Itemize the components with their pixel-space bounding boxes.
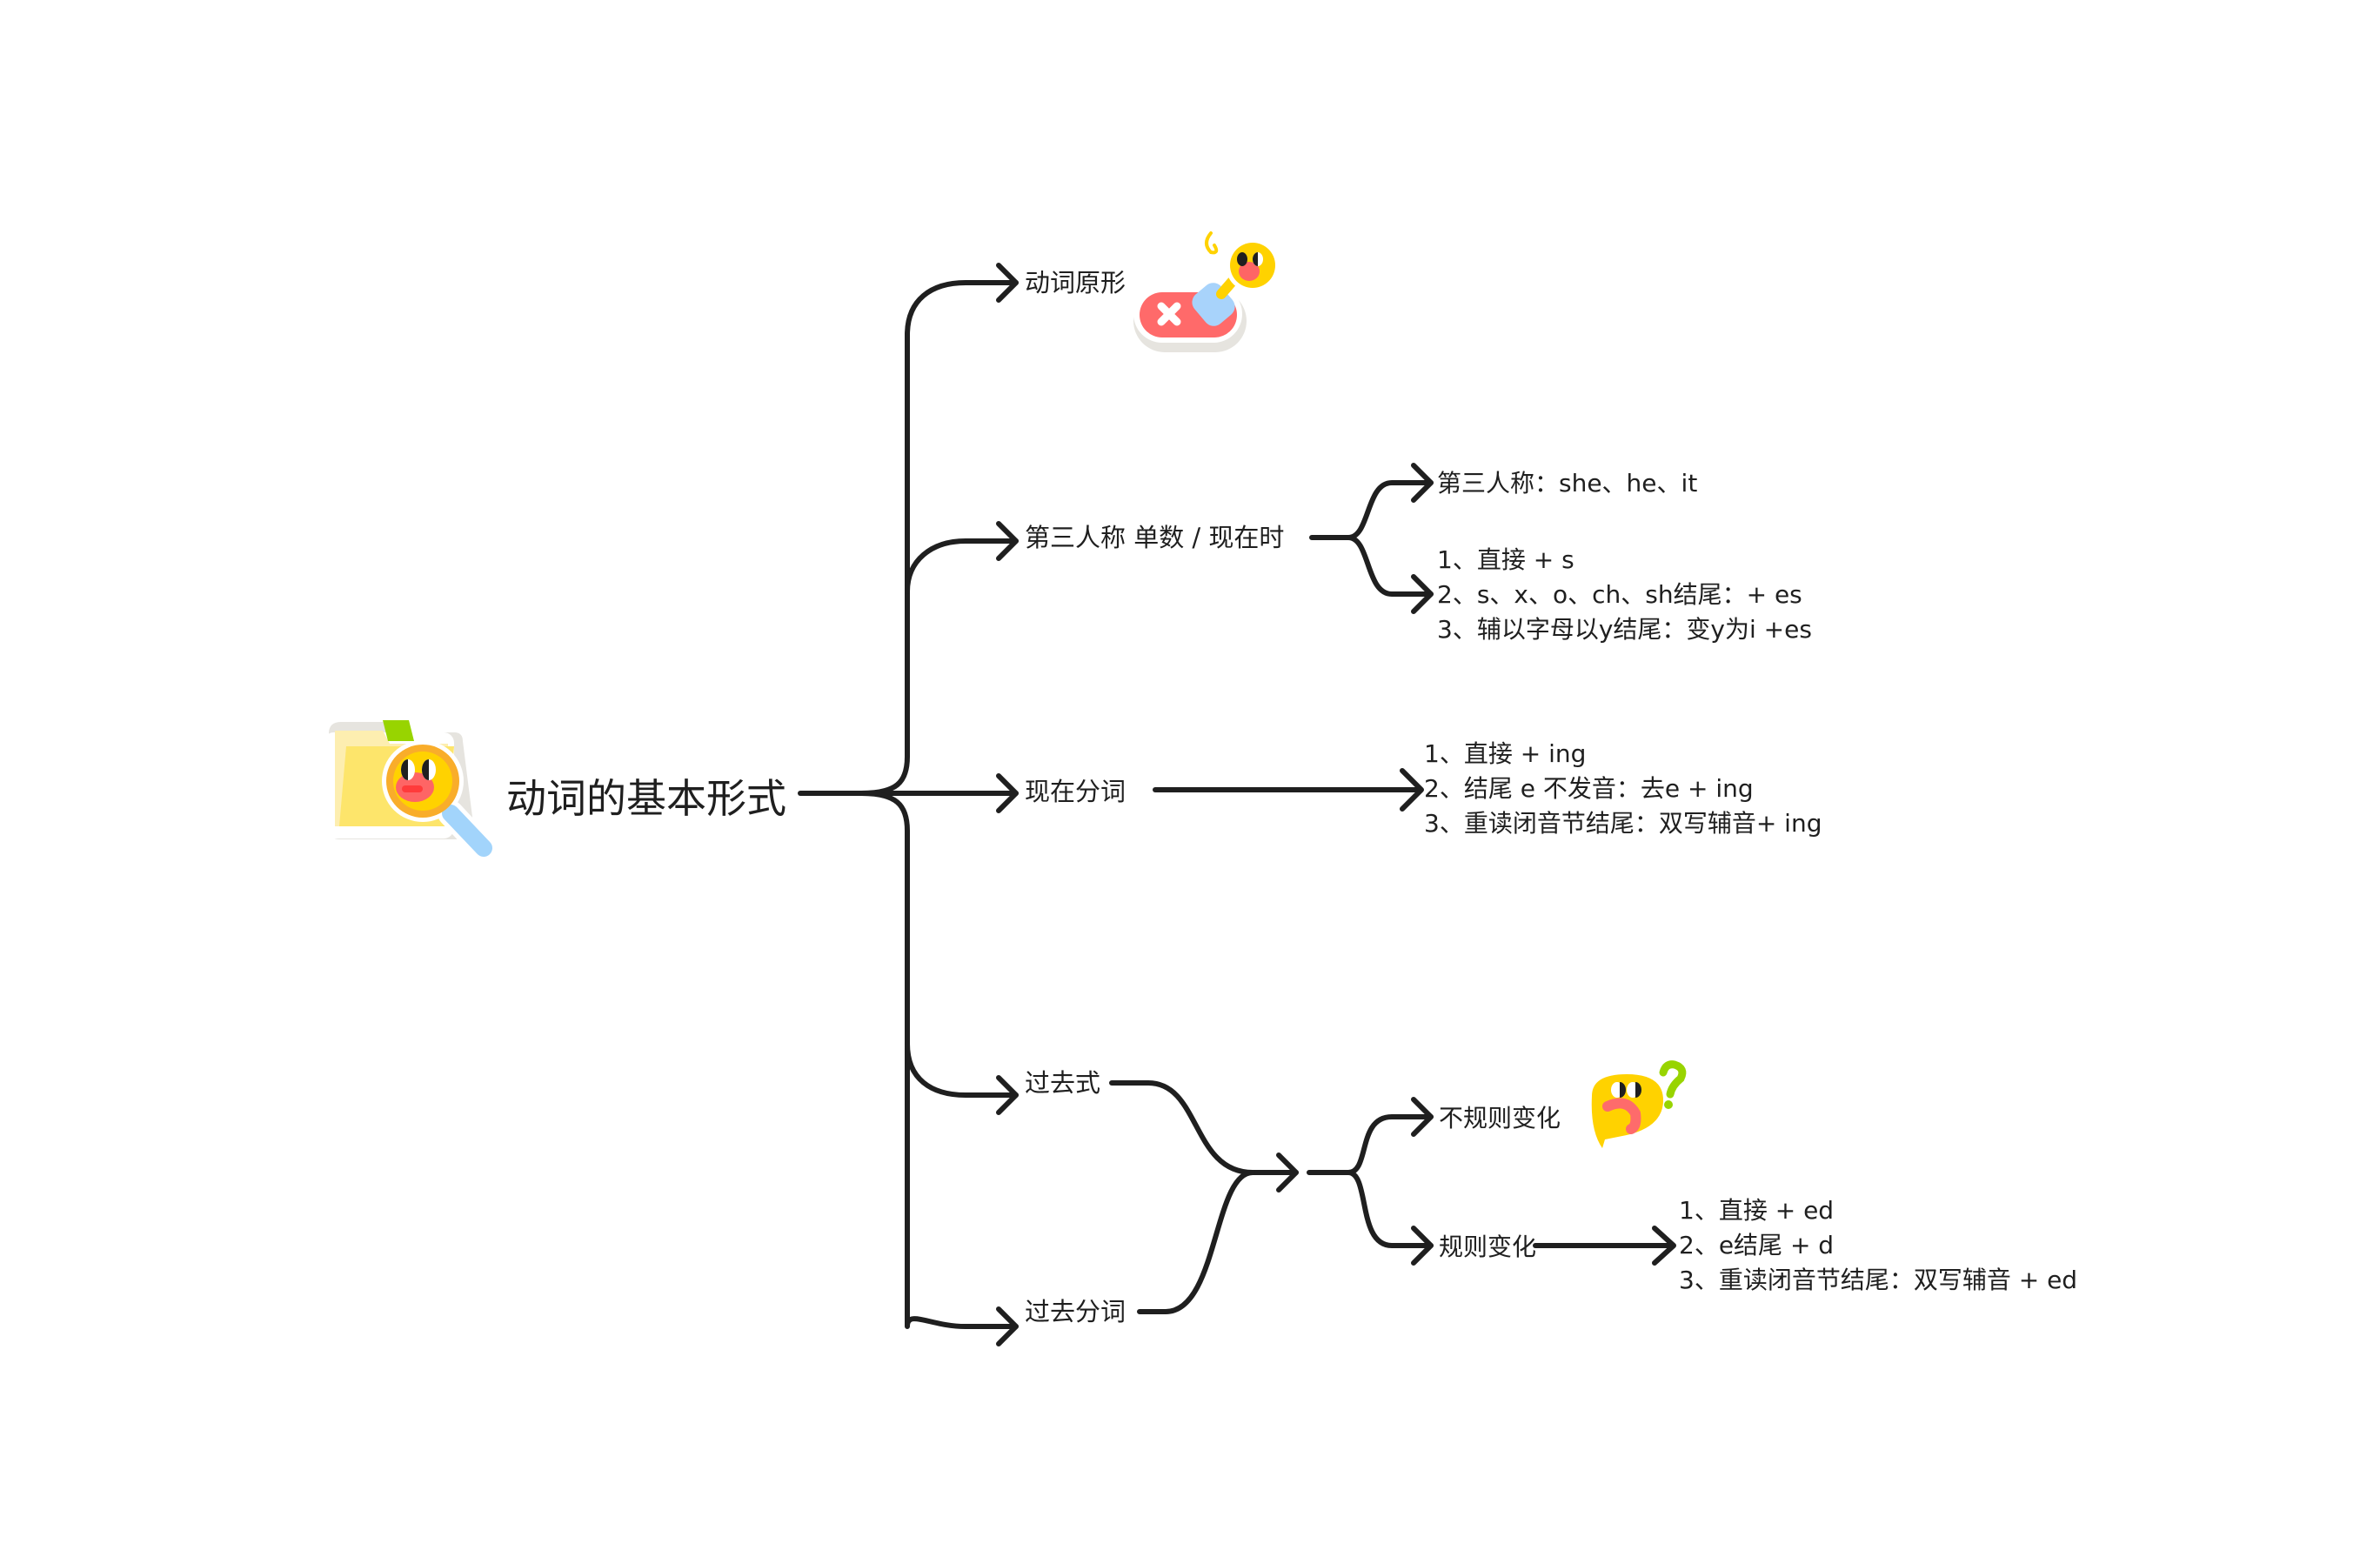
- arrow-base-form: [996, 263, 1019, 303]
- rule-line: 3、辅以字母以y结尾：变y为i +es: [1437, 615, 1812, 644]
- root-topic[interactable]: 动词的基本形式: [506, 775, 786, 822]
- rule-line: 2、s、x、o、ch、sh结尾：+ es: [1437, 580, 1802, 609]
- edge-to-past-tense-fork: [905, 1041, 1019, 1098]
- third-person-subjects[interactable]: 第三人称：she、he、it: [1437, 469, 1698, 498]
- arrow-past-participle: [996, 1306, 1019, 1346]
- arrow-third-person-subjects: [1411, 463, 1434, 503]
- edge-merge-out: [1307, 1114, 1434, 1175]
- toggle-off-icon: [1133, 231, 1280, 352]
- edge-to-base-form: [859, 280, 1019, 796]
- arrow-irregular: [1411, 1097, 1434, 1137]
- edge-third-person-rules: [1346, 535, 1434, 597]
- irregular-change[interactable]: 不规则变化: [1439, 1104, 1561, 1132]
- arrow-present-participle: [996, 773, 1019, 813]
- branch-present-participle[interactable]: 现在分词: [1025, 777, 1126, 806]
- edge-to-third-person: [905, 538, 1019, 594]
- branch-past-tense[interactable]: 过去式: [1025, 1068, 1101, 1098]
- edge-regular: [1346, 1170, 1434, 1248]
- confused-speech-bubble-icon: [1591, 1060, 1687, 1148]
- folder-search-icon: [324, 720, 500, 865]
- regular-change[interactable]: 规则变化: [1439, 1233, 1537, 1261]
- edge-past-participle-merge: [1137, 1170, 1255, 1314]
- arrow-ing-rules: [1400, 768, 1424, 812]
- rule-line: 1、直接 + ed: [1679, 1196, 1835, 1225]
- rule-line: 2、结尾 e 不发音：去e + ing: [1424, 774, 1754, 803]
- rule-line: 2、e结尾 + d: [1679, 1231, 1835, 1259]
- edge-past-tense-merge: [1109, 1080, 1299, 1175]
- rule-line: 1、直接 + ing: [1424, 739, 1587, 768]
- rule-line: 3、重读闭音节结尾：双写辅音+ ing: [1424, 809, 1822, 838]
- arrow-merge: [1276, 1152, 1299, 1193]
- branch-base-form[interactable]: 动词原形: [1025, 268, 1126, 297]
- edge-third-person-out: [1309, 480, 1434, 540]
- edge-to-past-tense: [859, 791, 1019, 1329]
- arrow-third-person: [996, 521, 1019, 561]
- arrow-ed-rules: [1652, 1226, 1676, 1266]
- arrow-regular: [1411, 1226, 1434, 1266]
- rule-line: 1、直接 + s: [1437, 545, 1574, 574]
- arrow-third-person-rules: [1411, 574, 1434, 614]
- ing-rules[interactable]: 1、直接 + ing 2、结尾 e 不发音：去e + ing 3、重读闭音节结尾…: [1424, 737, 1822, 841]
- arrow-past-tense: [996, 1075, 1019, 1115]
- ed-rules[interactable]: 1、直接 + ed 2、e结尾 + d 3、重读闭音节结尾：双写辅音 + ed: [1679, 1193, 2077, 1298]
- third-person-rules[interactable]: 1、直接 + s 2、s、x、o、ch、sh结尾：+ es 3、辅以字母以y结尾…: [1437, 543, 1812, 647]
- rule-line: 3、重读闭音节结尾：双写辅音 + ed: [1679, 1266, 2078, 1294]
- branch-third-person[interactable]: 第三人称 单数 / 现在时: [1025, 523, 1285, 552]
- branch-past-participle[interactable]: 过去分词: [1025, 1297, 1126, 1326]
